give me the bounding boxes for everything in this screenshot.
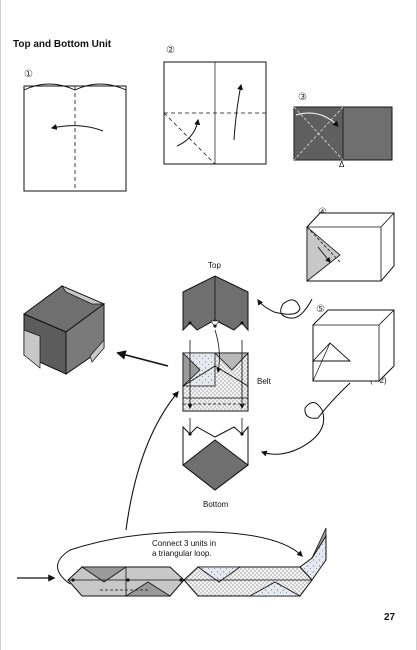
- reference-mark: Δ: [339, 160, 345, 169]
- bottom-unit-drawing: [182, 425, 249, 491]
- step-5-drawing: [311, 309, 395, 382]
- step-2-marker: ②: [166, 45, 175, 56]
- top-label: Top: [208, 261, 221, 270]
- step-1-marker: ①: [24, 69, 33, 80]
- step-3-drawing: [293, 106, 393, 161]
- bottom-label: Bottom: [203, 500, 229, 509]
- step-5-marker: ⑤: [316, 304, 325, 315]
- diagram-title: Top and Bottom Unit: [13, 39, 112, 50]
- curved-arrow-to-top: [257, 298, 313, 319]
- step-4-drawing: [306, 212, 395, 282]
- finished-cube-drawing: [23, 285, 105, 375]
- curved-arrow-to-bottom: [260, 382, 351, 457]
- connect-loop-arrow: [57, 531, 303, 585]
- page-number: 27: [384, 612, 396, 623]
- step-2-drawing: [163, 61, 267, 165]
- step-3-marker: ③: [298, 92, 307, 103]
- step-1-drawing: [23, 83, 127, 192]
- unit-chain-drawing: [67, 527, 327, 597]
- belt-unit-drawing: [182, 329, 249, 436]
- chain-to-belt-arrow: [125, 390, 179, 531]
- assembly-arrow: [116, 350, 169, 367]
- top-unit-drawing: [182, 275, 249, 332]
- connect-instruction: Connect 3 units in a triangular loop.: [152, 539, 217, 558]
- belt-label: Belt: [257, 377, 271, 386]
